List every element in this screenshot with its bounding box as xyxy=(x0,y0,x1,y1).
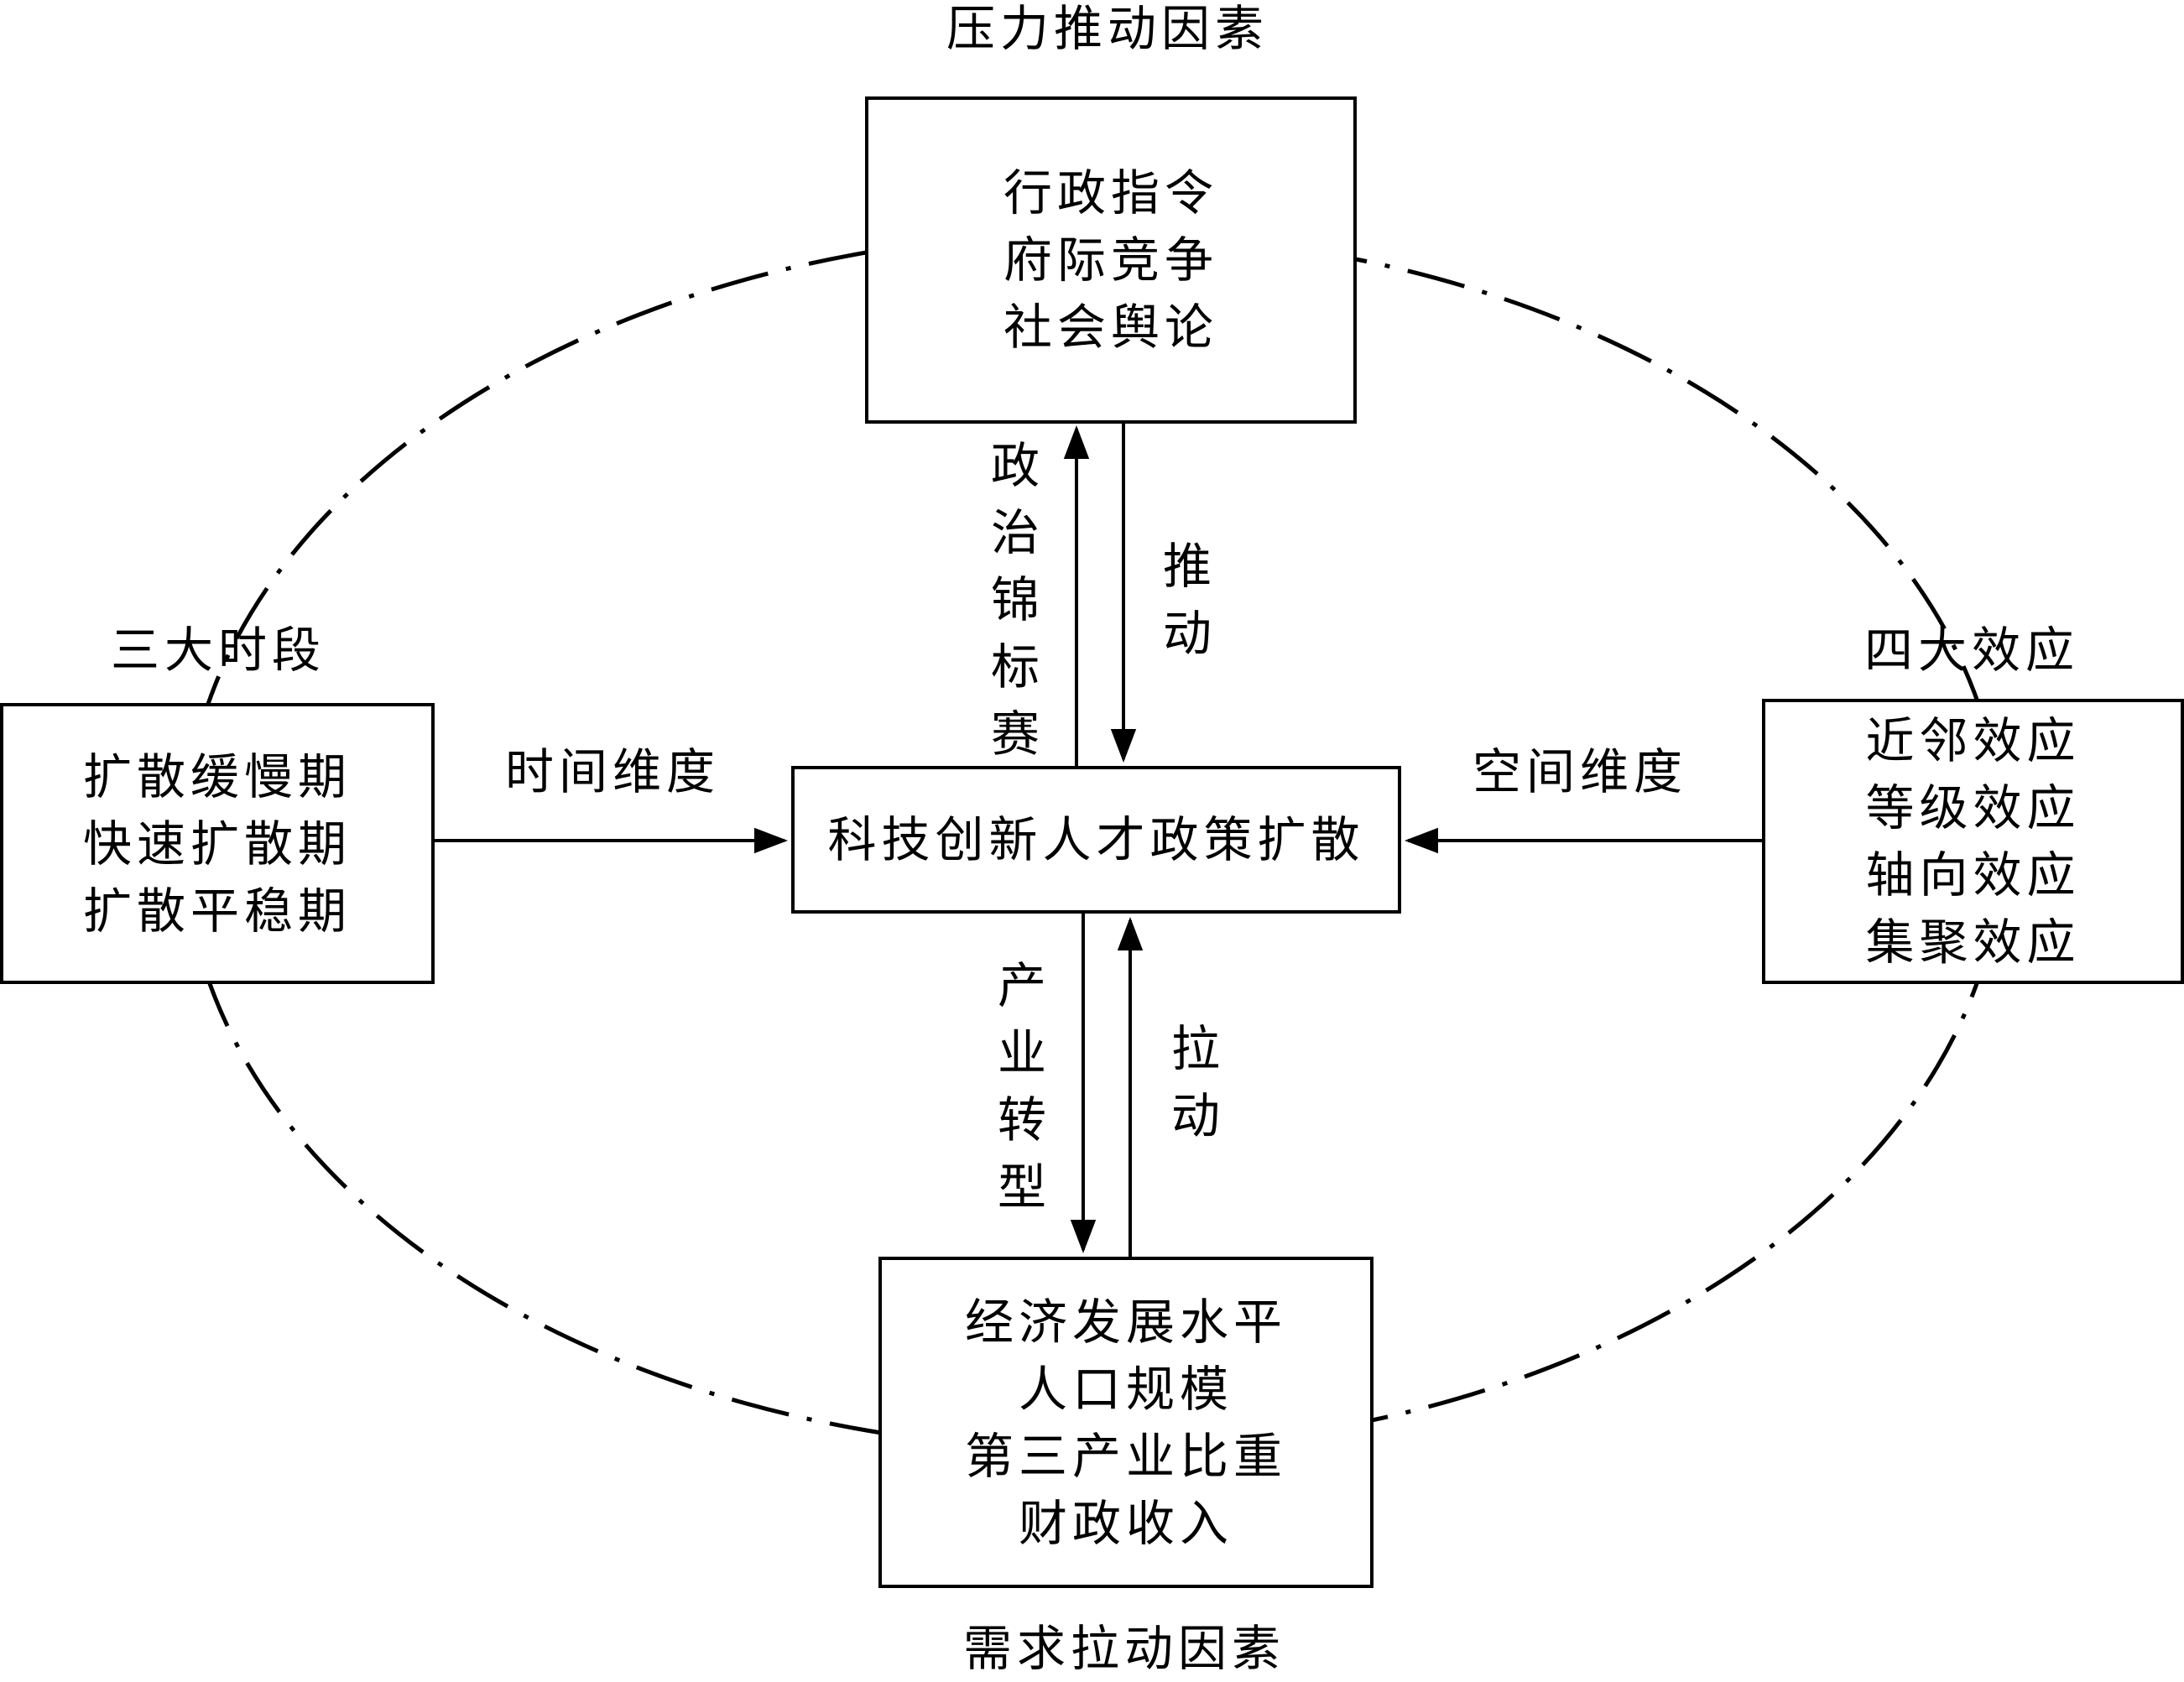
edge-label-political: 政治锦标赛 xyxy=(990,437,1040,763)
bottom-line-4: 财政收入 xyxy=(1018,1494,1233,1552)
right-heading: 四大效应 xyxy=(1863,622,2079,679)
edge-label-time: 时间维度 xyxy=(504,743,720,800)
right-line-2: 等级效应 xyxy=(1865,779,2081,836)
bottom-heading: 需求拉动因素 xyxy=(962,1620,1285,1677)
left-heading: 三大时段 xyxy=(110,622,326,679)
edge-label-industry: 产业转型 xyxy=(997,957,1046,1216)
bottom-line-2: 人口规模 xyxy=(1018,1360,1233,1418)
left-line-2: 快速扩散期 xyxy=(82,815,352,872)
top-heading: 压力推动因素 xyxy=(946,0,1269,57)
left-line-3: 扩散平稳期 xyxy=(82,882,352,940)
top-line-3: 社会舆论 xyxy=(1003,299,1218,356)
top-line-1: 行政指令 xyxy=(1003,164,1218,221)
effects-box: 近邻效应 等级效应 轴向效应 集聚效应 xyxy=(1762,699,2184,984)
left-line-1: 扩散缓慢期 xyxy=(82,747,352,805)
bottom-line-1: 经济发展水平 xyxy=(964,1293,1287,1351)
right-line-4: 集聚效应 xyxy=(1865,914,2081,971)
bottom-line-3: 第三产业比重 xyxy=(964,1427,1287,1485)
demand-factors-box: 经济发展水平 人口规模 第三产业比重 财政收入 xyxy=(878,1257,1373,1588)
pressure-factors-box: 行政指令 府际竞争 社会舆论 xyxy=(865,96,1357,424)
right-line-3: 轴向效应 xyxy=(1865,846,2081,903)
edge-label-pull: 拉动 xyxy=(1170,1020,1220,1144)
top-line-2: 府际竞争 xyxy=(1003,232,1218,289)
edge-label-space: 空间维度 xyxy=(1472,743,1687,800)
center-box: 科技创新人才政策扩散 xyxy=(791,766,1401,914)
edge-label-push: 推动 xyxy=(1162,538,1212,662)
right-line-1: 近邻效应 xyxy=(1865,712,2081,769)
center-label: 科技创新人才政策扩散 xyxy=(827,811,1365,868)
time-periods-box: 扩散缓慢期 快速扩散期 扩散平稳期 xyxy=(0,703,435,984)
